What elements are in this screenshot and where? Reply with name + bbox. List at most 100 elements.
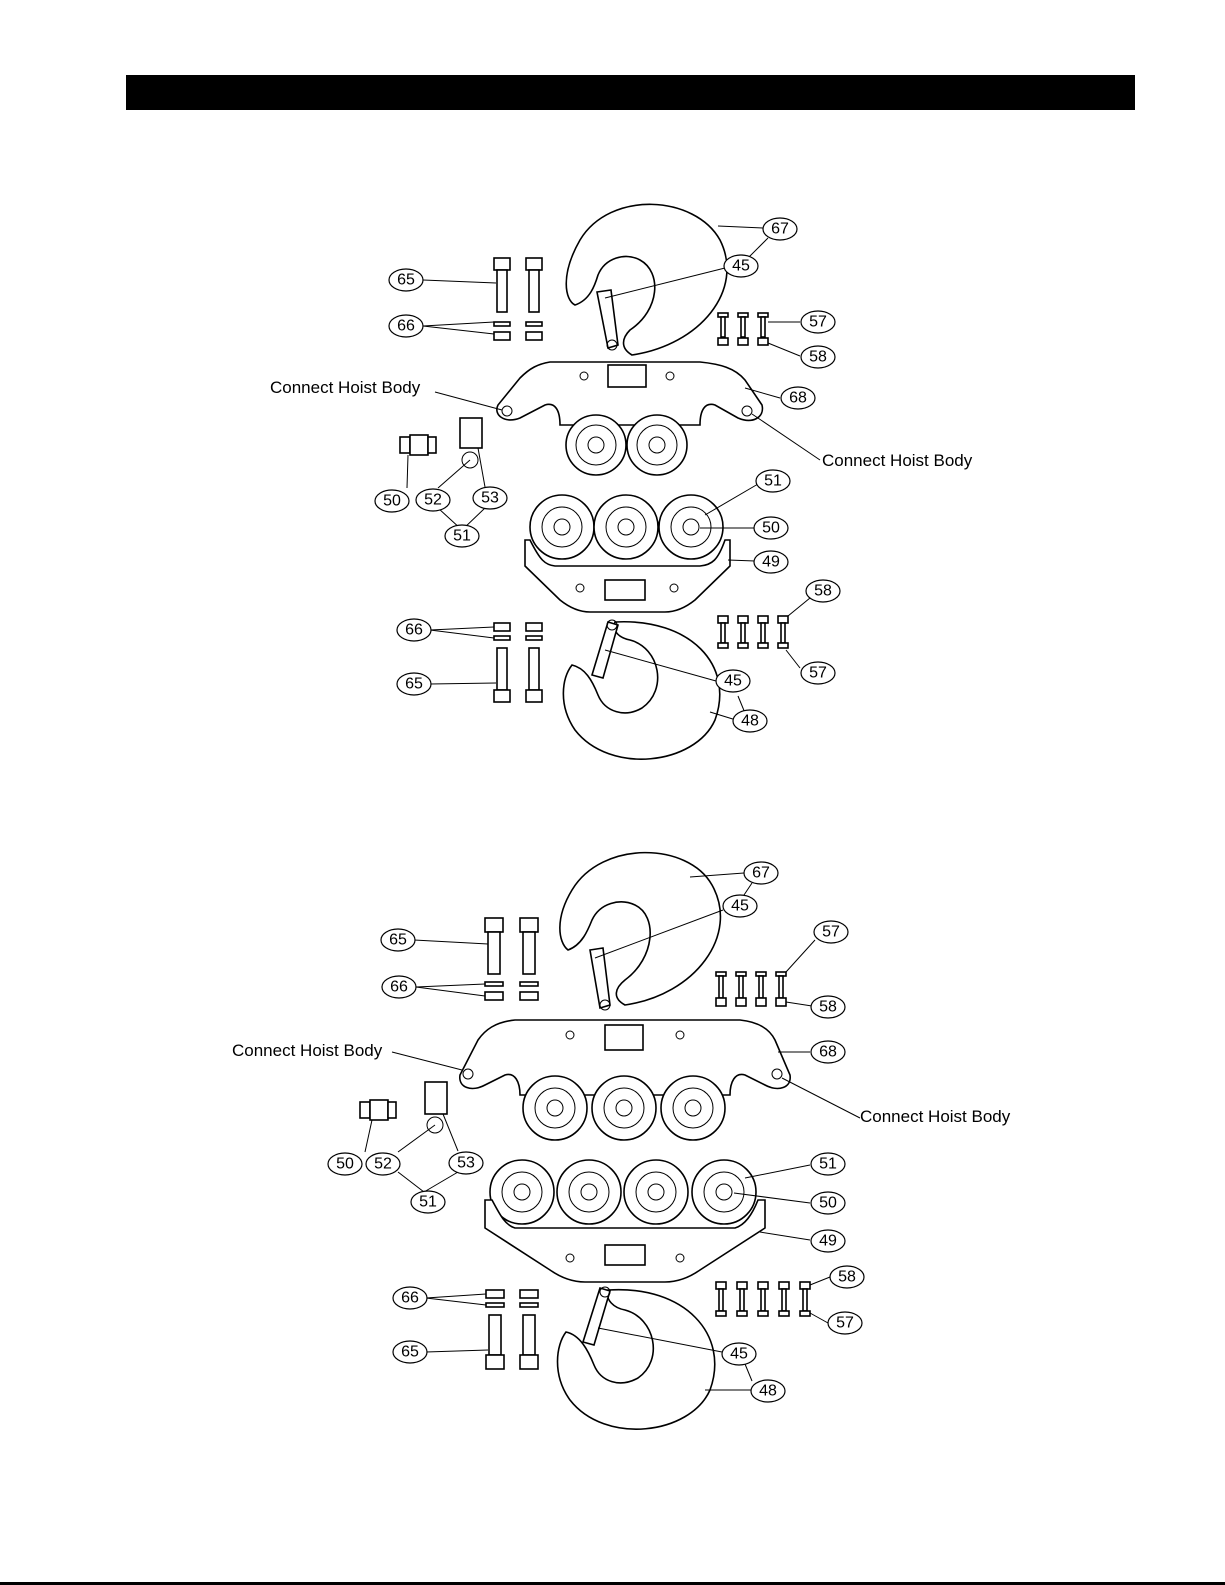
callout-48: 48 xyxy=(733,710,767,732)
svg-text:48: 48 xyxy=(741,713,759,730)
svg-text:65: 65 xyxy=(405,676,423,693)
callout-67: 67 xyxy=(763,218,797,240)
callout-45: 45 xyxy=(724,255,758,277)
callout-50: 50 xyxy=(328,1153,362,1175)
svg-text:45: 45 xyxy=(732,258,750,275)
callout-45: 45 xyxy=(722,1343,756,1365)
top-bolts-left-icon xyxy=(494,258,542,340)
callout-45: 45 xyxy=(716,670,750,692)
svg-text:51: 51 xyxy=(453,528,471,545)
callout-53: 53 xyxy=(449,1152,483,1174)
top-hook-icon xyxy=(566,204,727,355)
svg-text:57: 57 xyxy=(809,314,827,331)
svg-text:52: 52 xyxy=(374,1156,392,1173)
svg-text:66: 66 xyxy=(405,622,423,639)
svg-text:57: 57 xyxy=(836,1315,854,1332)
svg-text:49: 49 xyxy=(819,1233,837,1250)
callout-49: 49 xyxy=(754,551,788,573)
callout-66: 66 xyxy=(397,619,431,641)
svg-text:66: 66 xyxy=(397,318,415,335)
callout-65: 65 xyxy=(397,673,431,695)
callout-49: 49 xyxy=(811,1230,845,1252)
top-latch-icon xyxy=(597,290,618,348)
svg-text:58: 58 xyxy=(809,349,827,366)
diagram-1: 67 45 65 66 57 58 68 50 52 53 51 51 50 4… xyxy=(270,204,973,759)
callout-65: 65 xyxy=(393,1341,427,1363)
svg-text:58: 58 xyxy=(838,1269,856,1286)
svg-text:53: 53 xyxy=(481,490,499,507)
callout-51: 51 xyxy=(811,1153,845,1175)
svg-text:51: 51 xyxy=(764,473,782,490)
top-latch-icon xyxy=(590,948,610,1008)
svg-text:50: 50 xyxy=(383,493,401,510)
callout-50: 50 xyxy=(375,490,409,512)
connect-hoist-body-label-left: Connect Hoist Body xyxy=(270,378,421,397)
svg-text:57: 57 xyxy=(809,665,827,682)
svg-text:67: 67 xyxy=(752,865,770,882)
bottom-hook-icon xyxy=(563,622,719,759)
callout-67: 67 xyxy=(744,862,778,884)
callout-51: 51 xyxy=(445,525,479,547)
svg-text:50: 50 xyxy=(336,1156,354,1173)
callout-58: 58 xyxy=(830,1266,864,1288)
lower-sheaves-icon xyxy=(530,495,723,559)
svg-text:53: 53 xyxy=(457,1155,475,1172)
svg-text:65: 65 xyxy=(401,1344,419,1361)
bottom-bolts-right-icon xyxy=(716,1282,810,1316)
callout-53: 53 xyxy=(473,487,507,509)
callout-52: 52 xyxy=(366,1153,400,1175)
svg-text:45: 45 xyxy=(730,1346,748,1363)
callout-51: 51 xyxy=(756,470,790,492)
bottom-bolts-right-icon xyxy=(718,616,788,648)
callout-45: 45 xyxy=(723,895,757,917)
diagram-2: 67 45 65 66 57 58 68 50 52 53 51 51 50 4… xyxy=(232,853,1011,1430)
svg-text:50: 50 xyxy=(762,520,780,537)
svg-text:65: 65 xyxy=(397,272,415,289)
callout-66: 66 xyxy=(393,1287,427,1309)
upper-sheaves-icon xyxy=(523,1076,725,1140)
bottom-bolts-left-icon xyxy=(494,623,542,702)
connect-hoist-body-label-right: Connect Hoist Body xyxy=(822,451,973,470)
callout-66: 66 xyxy=(389,315,423,337)
svg-text:52: 52 xyxy=(424,492,442,509)
svg-text:48: 48 xyxy=(759,1383,777,1400)
svg-text:51: 51 xyxy=(819,1156,837,1173)
callout-58: 58 xyxy=(811,996,845,1018)
svg-text:57: 57 xyxy=(822,924,840,941)
top-bolts-right-icon xyxy=(716,972,786,1006)
callout-65: 65 xyxy=(389,269,423,291)
bottom-hook-icon xyxy=(558,1290,715,1430)
top-bolts-right-icon xyxy=(718,313,768,345)
callout-57: 57 xyxy=(801,311,835,333)
callout-65: 65 xyxy=(381,929,415,951)
svg-text:49: 49 xyxy=(762,554,780,571)
callout-51: 51 xyxy=(411,1191,445,1213)
svg-text:45: 45 xyxy=(724,673,742,690)
svg-text:50: 50 xyxy=(819,1195,837,1212)
top-bolts-left-icon xyxy=(485,918,538,1000)
svg-text:66: 66 xyxy=(401,1290,419,1307)
callout-58: 58 xyxy=(806,580,840,602)
callout-50: 50 xyxy=(811,1192,845,1214)
callout-58: 58 xyxy=(801,346,835,368)
svg-text:65: 65 xyxy=(389,932,407,949)
callout-48: 48 xyxy=(751,1380,785,1402)
svg-text:58: 58 xyxy=(819,999,837,1016)
svg-text:67: 67 xyxy=(771,221,789,238)
callout-52: 52 xyxy=(416,489,450,511)
callout-57: 57 xyxy=(814,921,848,943)
svg-text:45: 45 xyxy=(731,898,749,915)
callout-68: 68 xyxy=(781,387,815,409)
top-hook-icon xyxy=(560,853,721,1005)
callout-66: 66 xyxy=(382,976,416,998)
svg-text:68: 68 xyxy=(789,390,807,407)
svg-text:66: 66 xyxy=(390,979,408,996)
svg-text:58: 58 xyxy=(814,583,832,600)
callout-68: 68 xyxy=(811,1041,845,1063)
connect-hoist-body-label-right: Connect Hoist Body xyxy=(860,1107,1011,1126)
callout-50: 50 xyxy=(754,517,788,539)
callout-57: 57 xyxy=(801,662,835,684)
connect-hoist-body-label-left: Connect Hoist Body xyxy=(232,1041,383,1060)
svg-text:51: 51 xyxy=(419,1194,437,1211)
